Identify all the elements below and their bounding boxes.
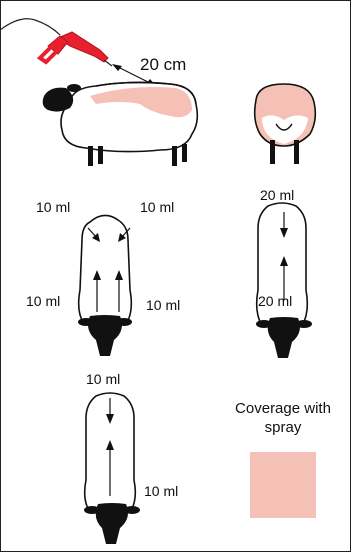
two-spot-bottom-dose: 20 ml (258, 294, 292, 308)
sheep-top-four-spot-icon (78, 215, 132, 356)
sheep-top-two-spot-icon (256, 203, 312, 358)
sheep-side-view-icon (43, 82, 198, 166)
applicator-gun-icon (0, 19, 112, 66)
four-spot-bottom-left-dose: 10 ml (26, 294, 60, 308)
sheep-top-line-icon (84, 393, 140, 544)
two-spot-top-dose: 20 ml (260, 188, 294, 202)
sheep-rear-view-icon (255, 84, 316, 164)
four-spot-top-right-dose: 10 ml (140, 200, 174, 214)
coverage-swatch (250, 452, 316, 518)
legend-line-2: spray (218, 419, 348, 438)
line-top-dose: 10 ml (86, 372, 120, 386)
legend-label: Coverage with spray (218, 400, 348, 438)
distance-label: 20 cm (140, 56, 186, 73)
legend-line-1: Coverage with (218, 400, 348, 419)
line-bottom-dose: 10 ml (144, 484, 178, 498)
four-spot-bottom-right-dose: 10 ml (146, 298, 180, 312)
four-spot-top-left-dose: 10 ml (36, 200, 70, 214)
